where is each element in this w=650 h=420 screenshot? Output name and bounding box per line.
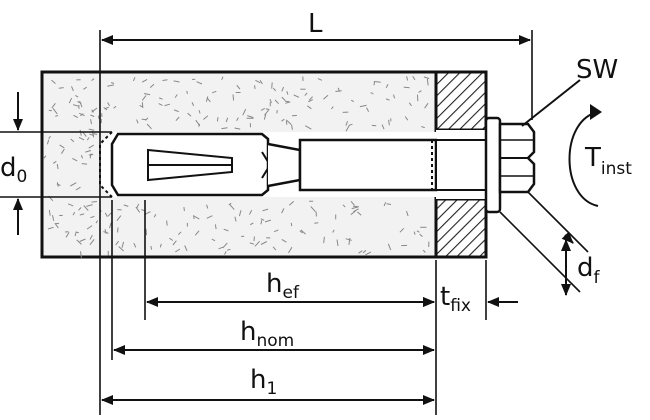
label-T-inst: Tinst bbox=[584, 143, 632, 179]
anchor-bolt bbox=[110, 116, 536, 214]
label-L: L bbox=[308, 9, 323, 39]
dimension-lines bbox=[13, 35, 581, 405]
label-t-fix: tfix bbox=[440, 282, 471, 316]
label-d0: d0 bbox=[0, 153, 27, 187]
label-h1: h1 bbox=[250, 365, 277, 399]
label-h-nom: hnom bbox=[240, 317, 294, 351]
label-d-f: df bbox=[577, 253, 601, 288]
label-SW: SW bbox=[576, 55, 618, 85]
torque-arrow-icon bbox=[568, 104, 602, 207]
sw-leader bbox=[521, 79, 581, 127]
label-h-ef: hef bbox=[266, 269, 300, 303]
extension-lines bbox=[0, 30, 589, 415]
